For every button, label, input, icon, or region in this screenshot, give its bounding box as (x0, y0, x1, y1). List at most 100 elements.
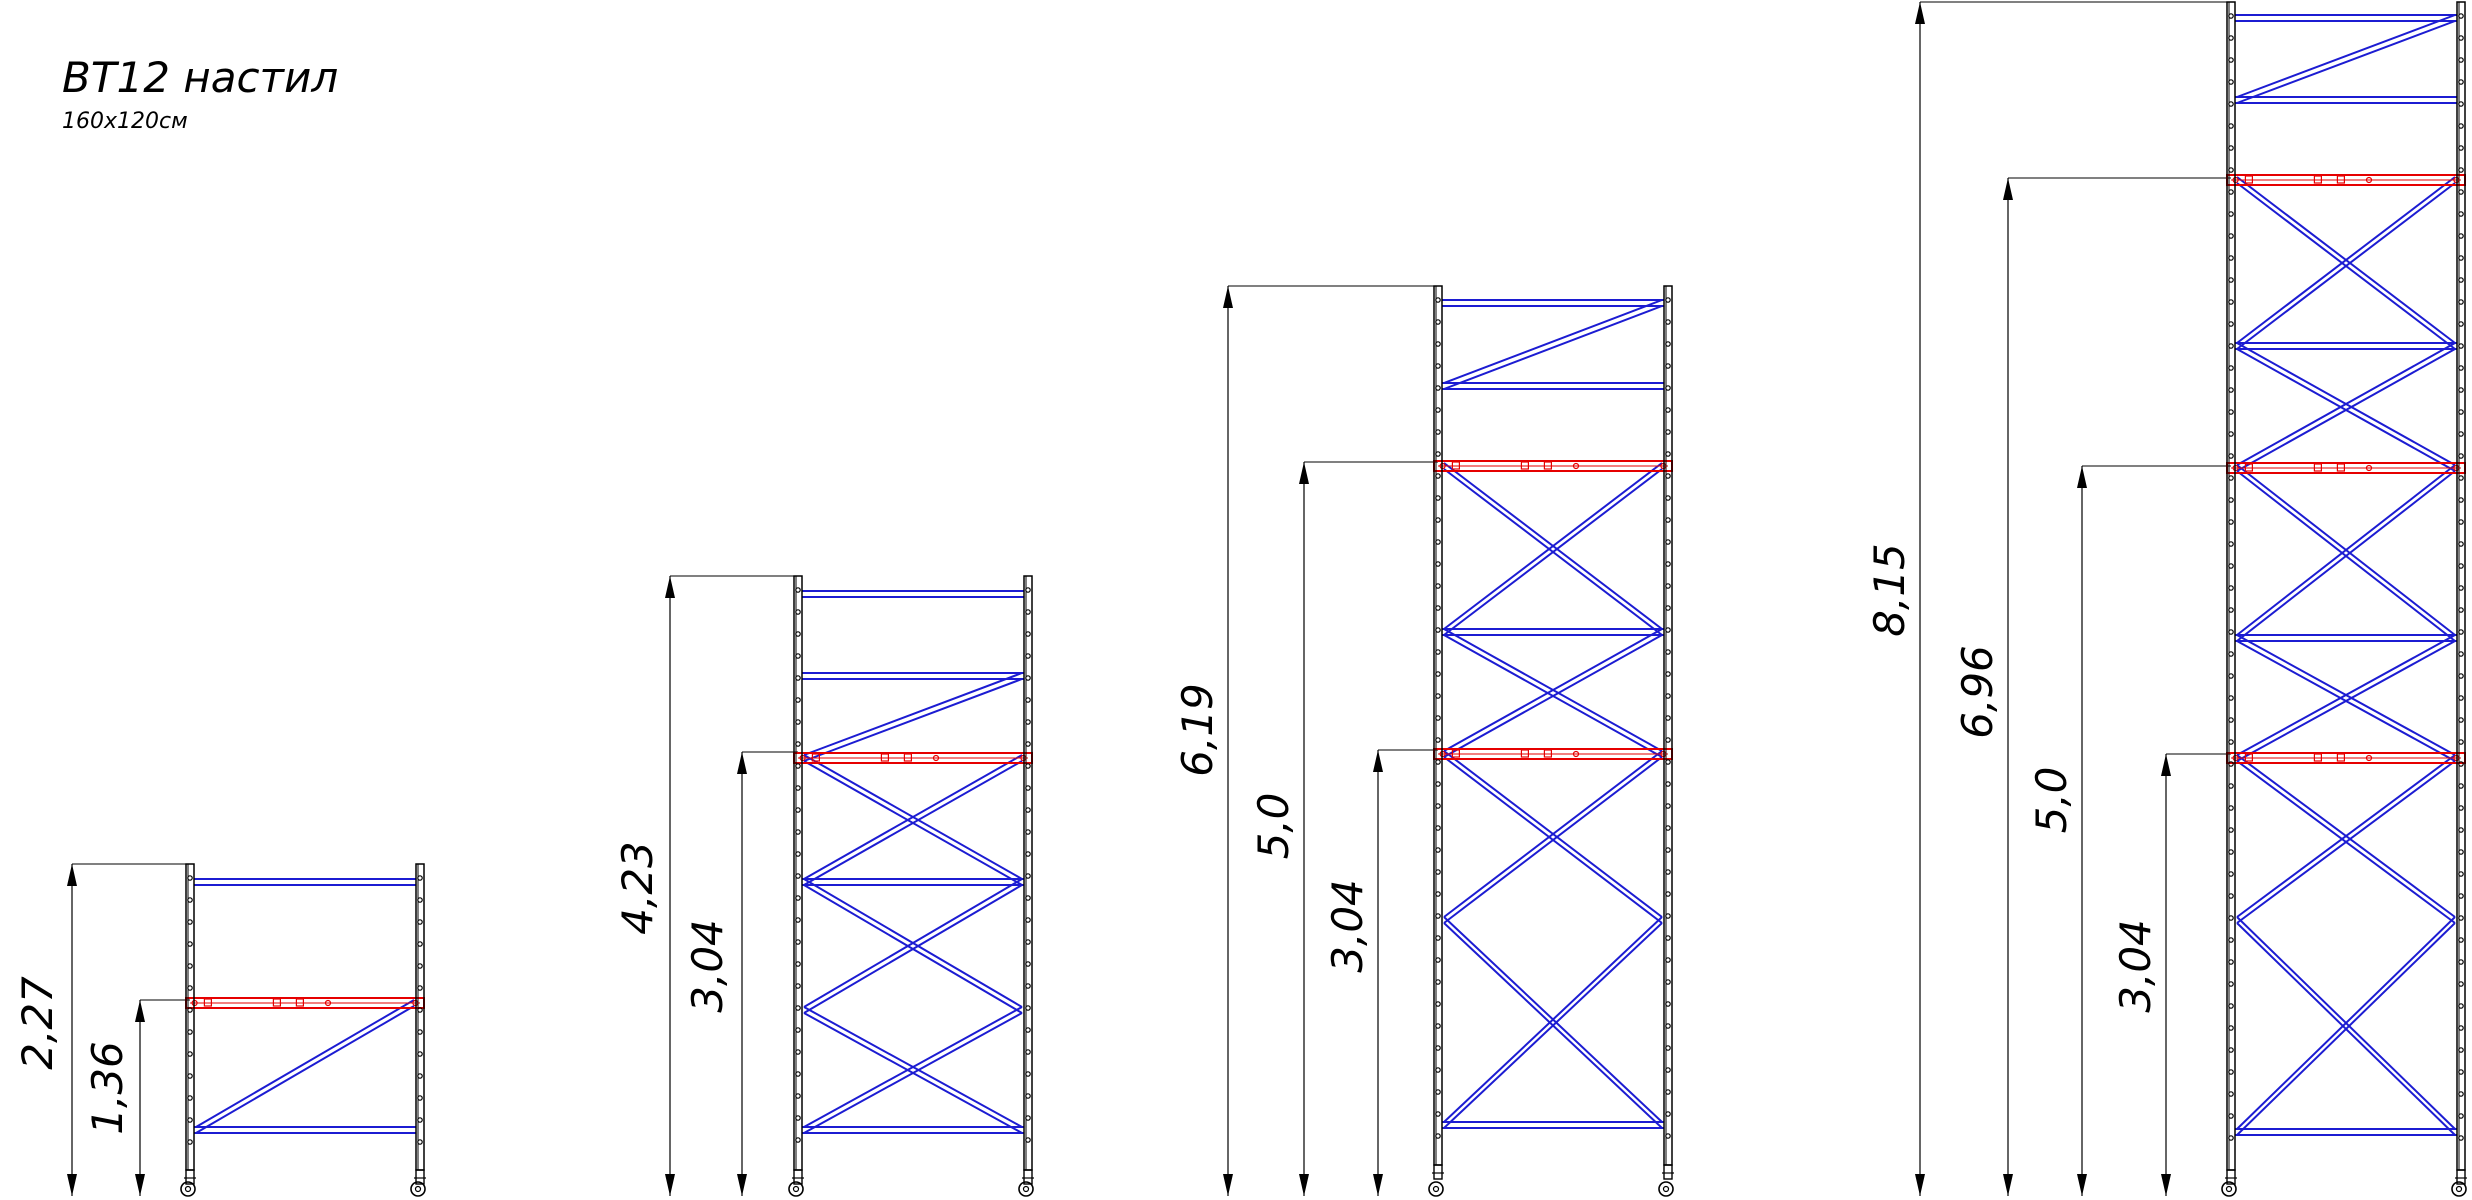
frame-hole (1665, 539, 1671, 545)
frame-hole (795, 1071, 801, 1077)
frame-hole (2458, 871, 2464, 877)
caster-stem (2456, 1169, 2466, 1185)
deck-hook (2365, 176, 2373, 184)
frame-hole (2228, 123, 2234, 129)
frame-hole (187, 875, 193, 881)
dimension-arrow (1299, 1174, 1309, 1196)
frame-hole (2228, 673, 2234, 679)
frame-hole (1665, 363, 1671, 369)
dimension-height-total: 2,27 (13, 976, 62, 1070)
frame-hole (1025, 763, 1031, 769)
dimension-deck-level-lower: 3,04 (1323, 879, 1372, 973)
caster-stem (793, 1169, 803, 1185)
frame-hole (2228, 233, 2234, 239)
frame-hole (2228, 255, 2234, 261)
frame-hole (1025, 1093, 1031, 1099)
dimension-height-total: 4,23 (613, 841, 662, 935)
frame-hole (417, 1007, 423, 1013)
frame-hole (1435, 869, 1441, 875)
frame-hole (795, 1005, 801, 1011)
frame-hole (795, 653, 801, 659)
frame-hole (187, 1051, 193, 1057)
caster-wheel (1018, 1181, 1034, 1197)
frame-hole (1435, 825, 1441, 831)
frame-hole (2228, 585, 2234, 591)
frame-hole (2458, 695, 2464, 701)
dimension-deck-level-lower: 3,04 (2111, 919, 2160, 1013)
frame-hole (2458, 1003, 2464, 1009)
diagonal-brace (2236, 342, 2456, 466)
frame-post (793, 575, 803, 1171)
deck-clamp (2313, 463, 2322, 472)
diagonal-brace (2236, 916, 2456, 1130)
dimension-arrow (2077, 1174, 2087, 1196)
frame-hole (2228, 629, 2234, 635)
frame-hole (1665, 1001, 1671, 1007)
frame-hole (1665, 737, 1671, 743)
diagonal-brace (2236, 176, 2456, 344)
dimension-arrow (737, 1174, 747, 1196)
frame-hole (1025, 1005, 1031, 1011)
frame-hole (2228, 299, 2234, 305)
frame-hole (417, 1095, 423, 1101)
frame-hole (1025, 829, 1031, 835)
dimension-arrow (135, 1174, 145, 1196)
frame-hole (1435, 1001, 1441, 1007)
frame-hole (2458, 35, 2464, 41)
frame-hole (187, 963, 193, 969)
dimension-deck-level: 1,36 (83, 1041, 132, 1135)
frame-hole (2458, 827, 2464, 833)
frame-hole (2458, 321, 2464, 327)
frame-hole (1025, 1137, 1031, 1143)
frame-hole (1665, 935, 1671, 941)
frame-hole (1025, 719, 1031, 725)
frame-hole (2458, 365, 2464, 371)
dimension-arrow (135, 1000, 145, 1022)
frame-hole (1665, 781, 1671, 787)
deck-hook (324, 999, 332, 1007)
frame-hole (1435, 385, 1441, 391)
frame-hole (2458, 145, 2464, 151)
frame-hole (2228, 145, 2234, 151)
frame-hole (1435, 693, 1441, 699)
frame-hole (2228, 277, 2234, 283)
frame-hole (795, 1027, 801, 1033)
frame-hole (1435, 319, 1441, 325)
frame-hole (795, 785, 801, 791)
dimension-deck-level-top: 6,96 (1953, 645, 2002, 739)
deck-hook (1572, 462, 1580, 470)
dimension-arrow (665, 576, 675, 598)
frame-hole (2458, 915, 2464, 921)
deck-clamp (2244, 753, 2253, 762)
frame-hole (795, 763, 801, 769)
dimension-label: 6,96 (1953, 645, 2002, 739)
frame-hole (1665, 671, 1671, 677)
diagonal-brace (803, 754, 1023, 880)
frame-hole (2228, 1047, 2234, 1053)
frame-hole (2228, 431, 2234, 437)
frame-hole (2228, 101, 2234, 107)
frame-hole (1665, 759, 1671, 765)
deck-clamp (2313, 175, 2322, 184)
frame-hole (2228, 607, 2234, 613)
frame-hole (795, 1049, 801, 1055)
frame-hole (2458, 739, 2464, 745)
deck-clamp (1451, 749, 1461, 758)
frame-hole (2228, 541, 2234, 547)
frame-hole (2458, 1135, 2464, 1141)
diagonal-brace (1443, 468, 1663, 636)
frame-hole (2228, 189, 2234, 195)
frame-hole (2228, 1069, 2234, 1075)
frame-hole (1435, 759, 1441, 765)
frame-hole (1435, 583, 1441, 589)
caster-stem (1433, 1164, 1443, 1180)
frame-post (1663, 285, 1673, 1166)
diagonal-brace (195, 999, 415, 1128)
deck-clamp (2336, 753, 2345, 762)
frame-hole (417, 875, 423, 881)
frame-hole (795, 851, 801, 857)
frame-hole (1025, 939, 1031, 945)
diagonal-brace (1443, 922, 1663, 1129)
frame-hole (795, 873, 801, 879)
frame-hole (1665, 627, 1671, 633)
